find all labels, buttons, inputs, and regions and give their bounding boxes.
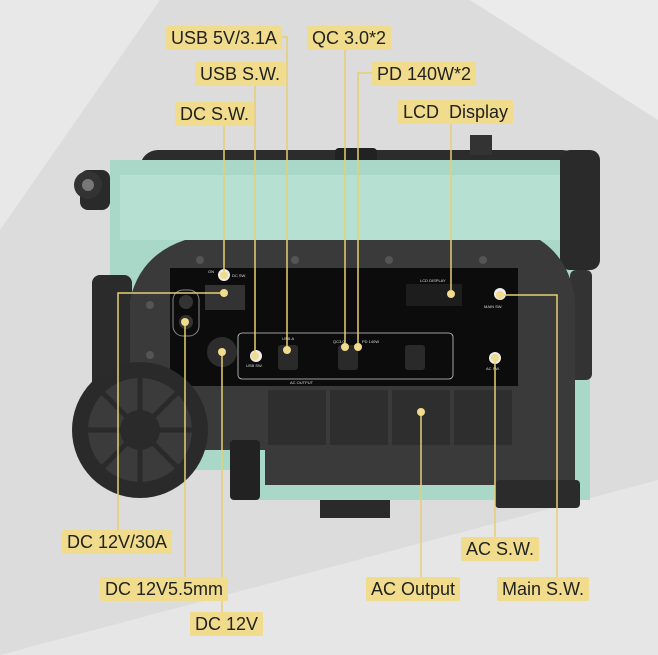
panel-main-sw-text: MAIN SW. xyxy=(484,304,502,309)
panel-dc-sw-text: DC SW. xyxy=(232,273,246,278)
callout-dots xyxy=(181,271,504,416)
panel-qc-text: QC3.0 xyxy=(333,339,345,344)
panel-usba-text: USB-A xyxy=(282,336,295,341)
panel-on-text: ON xyxy=(208,269,214,274)
background-band xyxy=(0,0,160,230)
callout-usb-5v: USB 5V/3.1A xyxy=(166,26,283,50)
lcd-display xyxy=(406,284,462,306)
panel-ac-output-text: AC OUTPUT xyxy=(290,380,314,385)
ac-outlet xyxy=(330,390,388,445)
callout-usb-sw: USB S.W. xyxy=(195,62,286,86)
background-band xyxy=(0,480,658,655)
ac-outlet xyxy=(454,390,512,445)
callout-dc-30a: DC 12V/30A xyxy=(62,530,173,554)
generator-body: ON DC SW. LCD DISPLAY MAIN SW. USB SW. A… xyxy=(72,135,600,518)
ac-outlet xyxy=(268,390,326,445)
panel-ac-sw-text: AC SW. xyxy=(486,366,500,371)
leader-lines xyxy=(117,36,558,612)
callout-lcd: LCD Display xyxy=(398,100,514,124)
callout-ac-output: AC Output xyxy=(366,577,461,601)
callout-main-sw: Main S.W. xyxy=(497,577,590,601)
panel-lcd-text: LCD DISPLAY xyxy=(420,278,446,283)
callout-pd: PD 140W*2 xyxy=(372,62,477,86)
callout-dc-sw: DC S.W. xyxy=(175,102,255,126)
panel-pd-text: PD 140W xyxy=(362,339,379,344)
callout-dc-55mm: DC 12V5.5mm xyxy=(100,577,229,601)
background-band xyxy=(470,0,658,120)
callout-dc-12v: DC 12V xyxy=(190,612,264,636)
panel-usb-sw-text: USB SW. xyxy=(246,363,263,368)
callout-qc: QC 3.0*2 xyxy=(307,26,392,50)
callout-ac-sw: AC S.W. xyxy=(461,537,540,561)
